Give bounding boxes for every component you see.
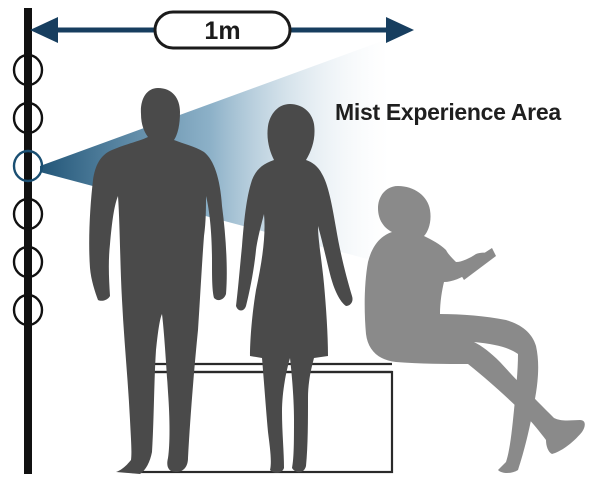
dimension-label: 1m xyxy=(204,17,240,45)
active-nozzle-ring xyxy=(12,149,44,183)
nozzle-ring xyxy=(12,293,44,327)
nozzle-ring xyxy=(12,197,44,231)
dimension-label-pill: 1m xyxy=(153,10,292,50)
nozzle-ring xyxy=(12,101,44,135)
standing-man-silhouette xyxy=(89,88,227,474)
dimension-pill-border xyxy=(153,10,292,50)
mist-area-label: Mist Experience Area xyxy=(335,99,561,125)
nozzle-ring xyxy=(12,245,44,279)
book xyxy=(458,248,496,280)
nozzle-group xyxy=(12,53,44,327)
arrowhead-left-icon xyxy=(30,17,58,43)
nozzle-ring xyxy=(12,53,44,87)
arrowhead-right-icon xyxy=(386,17,414,43)
standing-woman-silhouette xyxy=(236,104,353,473)
mist-pole xyxy=(24,8,32,474)
sitting-woman-silhouette xyxy=(364,186,585,473)
